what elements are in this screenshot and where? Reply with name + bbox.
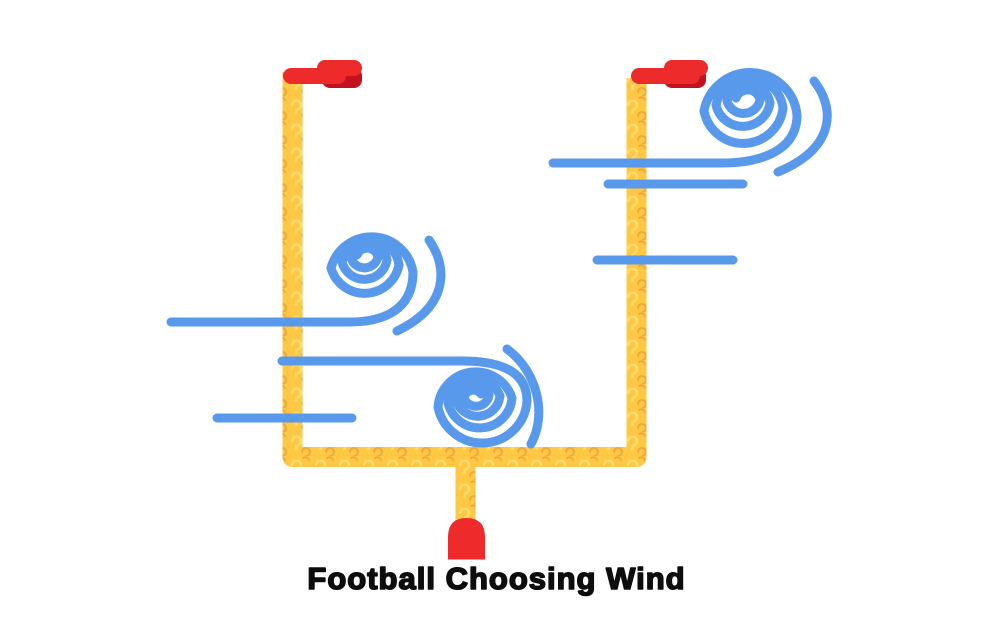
right-wind-flag [631, 60, 708, 88]
wind-gust-middle-left [166, 232, 446, 423]
goalpost [282, 72, 647, 521]
wind-spiral-icon [548, 68, 802, 168]
wind-gust-bottom-middle [277, 344, 544, 449]
goalpost-base [448, 518, 485, 560]
right-flag-upper-panel [664, 60, 708, 76]
left-wind-flag [283, 60, 362, 88]
wind-trail-arc-icon [392, 235, 446, 336]
left-flag-upper-panel [317, 60, 362, 76]
page-title: Football Choosing Wind [307, 561, 685, 596]
wind-spiral-icon [277, 356, 532, 448]
wind-spiral-icon [166, 232, 418, 327]
wind-trail-arc-icon [773, 76, 832, 177]
wind-trail-arc-icon [502, 344, 544, 449]
wind-gust-top-right [548, 68, 832, 265]
